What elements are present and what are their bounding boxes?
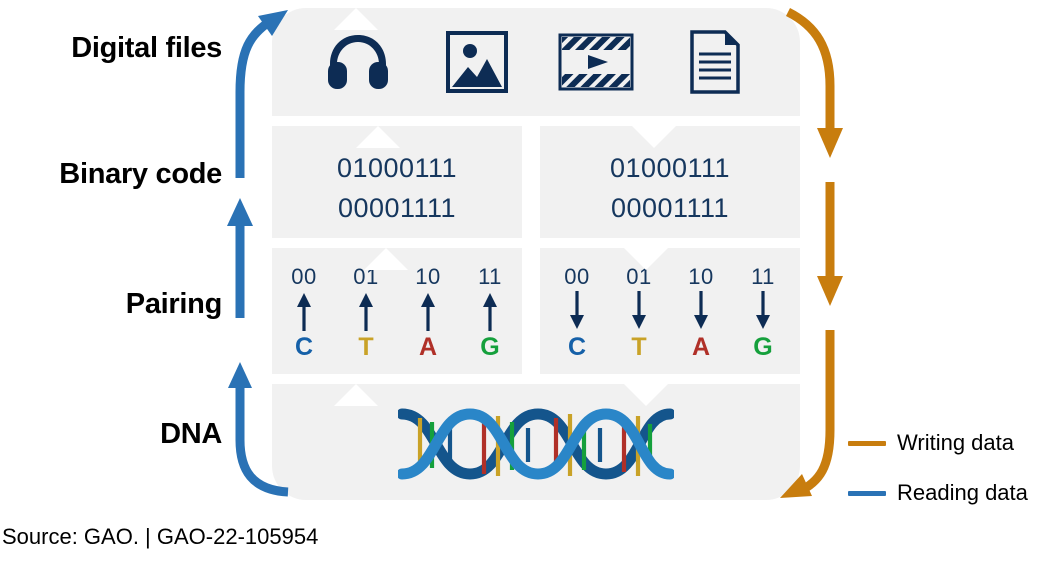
pairing-left-base-3: G xyxy=(480,333,500,361)
pairing-arrow-up-icon xyxy=(346,290,386,332)
stage-label-digital-files: Digital files xyxy=(71,32,222,64)
notch-dna-left xyxy=(334,384,378,406)
legend-label-reading: Reading data xyxy=(897,480,1028,505)
binary-left-line1: 01000111 xyxy=(336,153,458,183)
pairing-left-base-1: T xyxy=(358,333,374,361)
digital-file-icons xyxy=(272,8,800,116)
legend: Writing data Reading data xyxy=(848,418,1048,518)
pairing-right-bits-2: 10 xyxy=(688,264,714,289)
pairing-left-bits-2: 10 xyxy=(415,264,441,289)
pairing-arrow-down-icon xyxy=(743,290,783,332)
legend-item-writing-data: Writing data xyxy=(848,418,1048,468)
source-note: Source: GAO. | GAO-22-105954 xyxy=(2,524,319,549)
pairing-left-columns: 00 C 01 T 10 xyxy=(272,264,522,362)
pairing-right-bits-0: 00 xyxy=(564,264,590,289)
notch-binary-left xyxy=(356,126,400,148)
pairing-arrow-up-icon xyxy=(470,290,510,332)
pairing-right-col-0: 00 C xyxy=(557,264,597,362)
pairing-right-base-0: C xyxy=(567,333,587,361)
pairing-arrow-down-icon xyxy=(681,290,721,332)
pairing-right-columns: 00 C 01 T 10 xyxy=(540,264,800,362)
pairing-left-col-0: 00 C xyxy=(284,264,324,362)
pairing-right-base-1: T xyxy=(631,333,647,361)
pairing-right-col-2: 10 A xyxy=(681,264,721,362)
diagram-card: 01000111 00001111 01000111 00001111 00 xyxy=(272,8,800,500)
pairing-left-bits-3: 11 xyxy=(478,264,502,289)
stage-label-column: Digital files Binary code Pairing DNA xyxy=(0,0,222,510)
binary-right-text: 01000111 00001111 xyxy=(540,148,800,228)
binary-panel-right: 01000111 00001111 xyxy=(540,126,800,238)
binary-left-text: 01000111 00001111 xyxy=(272,148,522,228)
row-pairing: 00 C 01 T 10 xyxy=(272,248,800,374)
image-icon xyxy=(438,26,516,98)
pairing-right-col-3: 11 G xyxy=(743,264,783,362)
pairing-left-base-2: A xyxy=(418,333,438,361)
pairing-left-col-3: 11 G xyxy=(470,264,510,362)
pairing-right-base-2: A xyxy=(691,333,711,361)
legend-swatch-writing xyxy=(848,440,886,446)
notch-dna-right xyxy=(624,384,668,406)
pairing-left-col-1: 01 T xyxy=(346,264,386,362)
binary-left-line2: 00001111 xyxy=(337,193,457,223)
legend-label-writing: Writing data xyxy=(897,430,1014,455)
dna-double-helix-icon xyxy=(398,402,674,486)
stage-label-binary-code: Binary code xyxy=(59,158,222,190)
notch-top-left xyxy=(334,8,378,30)
notch-pairing-right xyxy=(624,248,668,270)
binary-panel-left: 01000111 00001111 xyxy=(272,126,522,238)
pairing-arrow-up-icon xyxy=(284,290,324,332)
document-icon xyxy=(676,26,754,98)
headphones-icon xyxy=(319,26,397,98)
pairing-arrow-up-icon xyxy=(408,290,448,332)
pairing-panel-left: 00 C 01 T 10 xyxy=(272,248,522,374)
pairing-right-base-3: G xyxy=(753,333,773,361)
stage-label-pairing: Pairing xyxy=(125,288,223,320)
pairing-right-bits-3: 11 xyxy=(751,264,775,289)
stage-label-dna: DNA xyxy=(160,418,222,450)
pairing-arrow-down-icon xyxy=(557,290,597,332)
legend-swatch-reading xyxy=(848,490,886,496)
legend-item-reading-data: Reading data xyxy=(848,468,1048,518)
pairing-arrow-down-icon xyxy=(619,290,659,332)
binary-right-line2: 00001111 xyxy=(610,193,730,223)
notch-binary-right xyxy=(632,126,676,148)
pairing-right-col-1: 01 T xyxy=(619,264,659,362)
pairing-left-col-2: 10 A xyxy=(408,264,448,362)
row-digital-files xyxy=(272,8,800,116)
pairing-panel-right: 00 C 01 T 10 xyxy=(540,248,800,374)
notch-pairing-left xyxy=(364,248,408,270)
binary-right-line1: 01000111 xyxy=(609,153,731,183)
pairing-left-bits-0: 00 xyxy=(291,264,317,289)
film-strip-play-icon xyxy=(557,26,635,98)
pairing-left-base-0: C xyxy=(294,333,314,361)
row-binary-code: 01000111 00001111 01000111 00001111 xyxy=(272,126,800,238)
row-dna xyxy=(272,384,800,500)
